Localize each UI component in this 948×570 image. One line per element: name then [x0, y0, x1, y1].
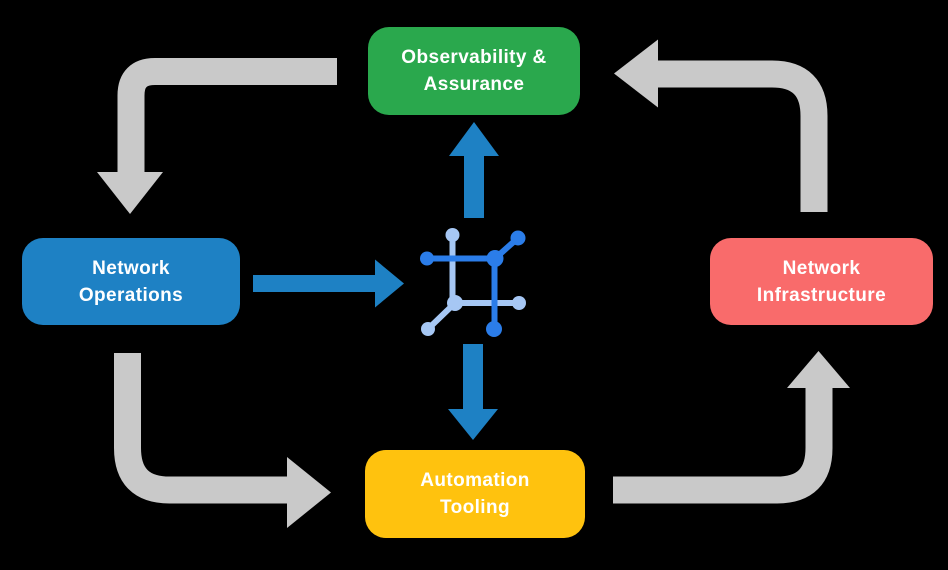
- flow-arrow-infrastructure-to-observability: [614, 39, 828, 212]
- node-automation-tooling: Automation Tooling: [365, 450, 585, 538]
- io-arrow-hub-to-tooling: [448, 344, 498, 440]
- flow-arrow-operations-to-tooling: [114, 353, 331, 528]
- mesh-node-bottom: [486, 321, 502, 337]
- node-automation-tooling-label: Automation Tooling: [420, 470, 530, 518]
- mesh-corner-bottom-left: [447, 295, 463, 311]
- io-arrow-operations-to-hub: [253, 259, 404, 308]
- mesh-node-bottom-left: [421, 322, 435, 336]
- network-mesh-icon: [420, 228, 526, 337]
- mesh-corner-top-right: [486, 250, 504, 267]
- node-observability-assurance-label: Observability & Assurance: [401, 47, 547, 95]
- node-network-infrastructure: Network Infrastructure: [710, 238, 933, 325]
- flow-arrow-tooling-to-infrastructure: [613, 351, 850, 504]
- mesh-node-left: [420, 251, 434, 266]
- node-network-infrastructure-label: Network Infrastructure: [756, 257, 887, 306]
- node-network-operations-label: Network Operations: [78, 257, 184, 306]
- flow-arrow-observability-to-operations: [97, 58, 337, 214]
- io-arrow-hub-to-observability: [449, 122, 499, 218]
- mesh-node-top: [445, 228, 460, 242]
- mesh-node-right: [512, 296, 526, 310]
- mesh-node-top-right: [510, 230, 526, 246]
- node-network-operations: Network Operations: [22, 238, 240, 325]
- node-observability-assurance: Observability & Assurance: [368, 27, 580, 115]
